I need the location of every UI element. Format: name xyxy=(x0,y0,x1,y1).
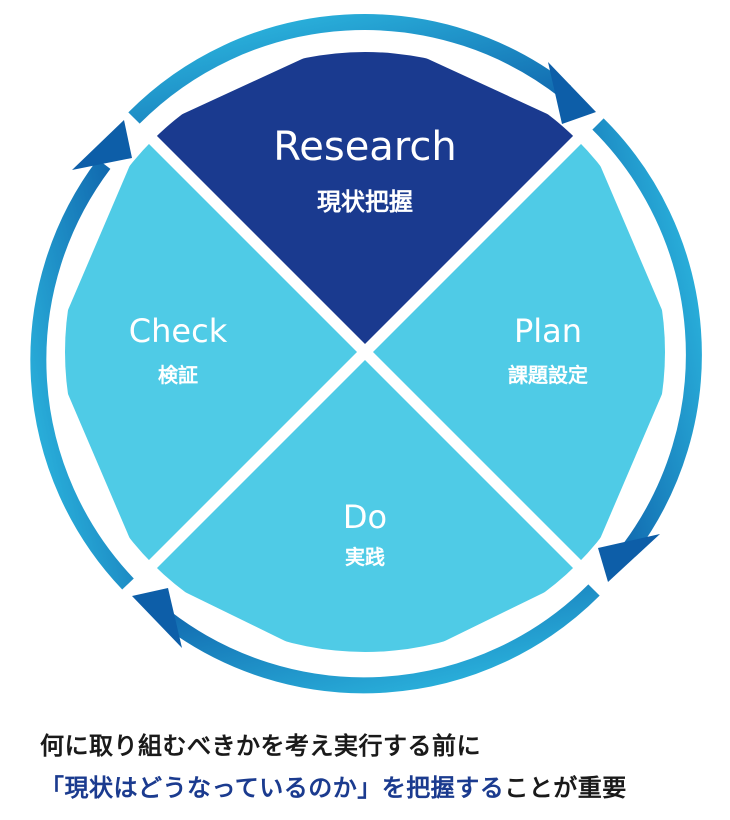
cycle-arrows xyxy=(30,14,702,694)
quadrant-do xyxy=(150,360,580,652)
arrow-head-do-to-check-icon xyxy=(132,588,182,648)
caption-line-1: 何に取り組むべきかを考え実行する前に xyxy=(40,732,481,760)
quadrant-plan xyxy=(373,137,665,567)
arrow-check-to-research xyxy=(30,159,134,590)
arrow-head-plan-to-do-icon xyxy=(598,534,660,582)
do-subtitle: 実践 xyxy=(345,545,385,569)
check-title: Check xyxy=(129,312,228,350)
caption-line-2: 「現状はどうなっているのか」を把握することが重要 xyxy=(40,768,730,803)
research-title: Research xyxy=(273,124,456,170)
quadrants xyxy=(65,52,665,652)
caption-emphasis: 「現状はどうなっているのか」を把握する xyxy=(40,774,505,802)
arrow-plan-to-do xyxy=(592,118,702,553)
arrow-do-to-check xyxy=(161,584,600,694)
research-subtitle: 現状把握 xyxy=(317,188,413,216)
pdca-cycle-diagram: Research 現状把握 Plan 課題設定 Do 実践 Check 検証 xyxy=(30,14,702,694)
caption-rest: ことが重要 xyxy=(504,774,627,802)
quadrant-research xyxy=(150,52,580,344)
arrow-research-to-plan xyxy=(128,14,571,124)
check-subtitle: 検証 xyxy=(158,363,198,387)
arrow-head-check-to-research-icon xyxy=(72,120,132,170)
arrow-head-research-to-plan-icon xyxy=(548,62,596,124)
plan-title: Plan xyxy=(514,312,582,350)
quadrant-check xyxy=(65,137,357,567)
do-title: Do xyxy=(343,498,387,536)
plan-subtitle: 課題設定 xyxy=(508,363,588,387)
